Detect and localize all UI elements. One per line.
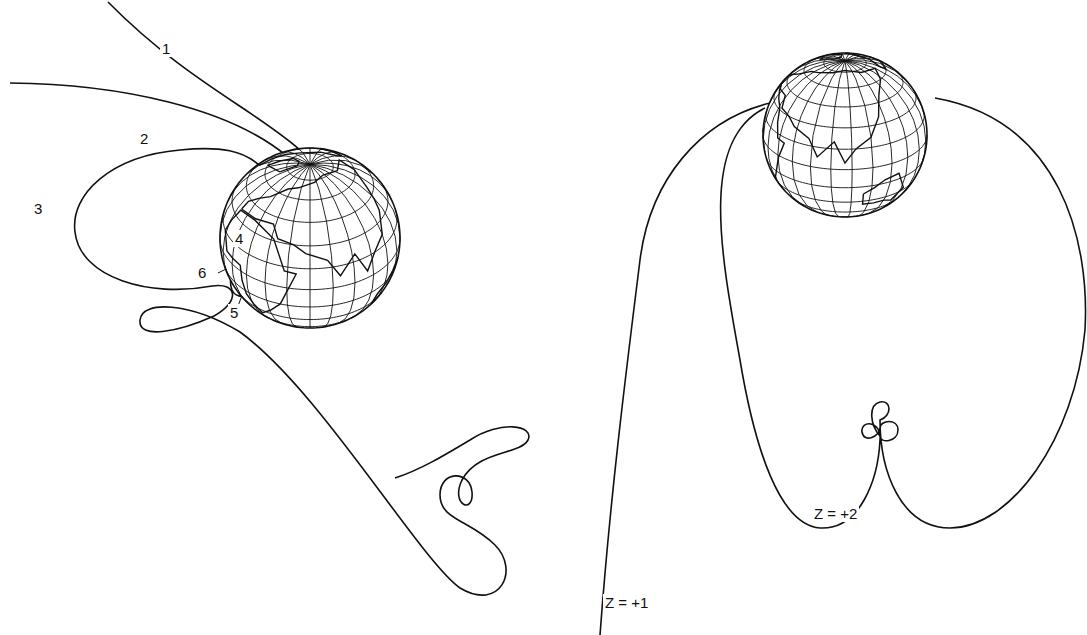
coastline xyxy=(863,173,904,204)
callout-label: 2 xyxy=(138,130,150,147)
globe xyxy=(763,53,927,217)
coastline xyxy=(763,83,784,181)
trajectory xyxy=(600,103,770,635)
coastline xyxy=(845,53,886,69)
coastline xyxy=(821,54,842,59)
callout-label: 3 xyxy=(32,200,44,217)
callout-label: 4 xyxy=(233,230,245,247)
callout-label: 5 xyxy=(228,304,240,321)
callout-label: Z = +2 xyxy=(812,505,859,522)
coastline xyxy=(780,68,880,163)
coastline xyxy=(225,210,296,313)
trajectory xyxy=(10,83,288,157)
coastline xyxy=(371,258,398,304)
callout-label: Z = +1 xyxy=(603,594,650,611)
trajectory xyxy=(75,149,529,596)
callout-label: 6 xyxy=(196,264,208,281)
coastline xyxy=(242,160,383,276)
callout-label: 1 xyxy=(160,40,172,57)
coastline xyxy=(268,158,299,171)
trajectory-lines xyxy=(10,2,1086,635)
trajectory xyxy=(108,2,300,150)
globe xyxy=(220,148,400,328)
coastline xyxy=(258,149,342,165)
